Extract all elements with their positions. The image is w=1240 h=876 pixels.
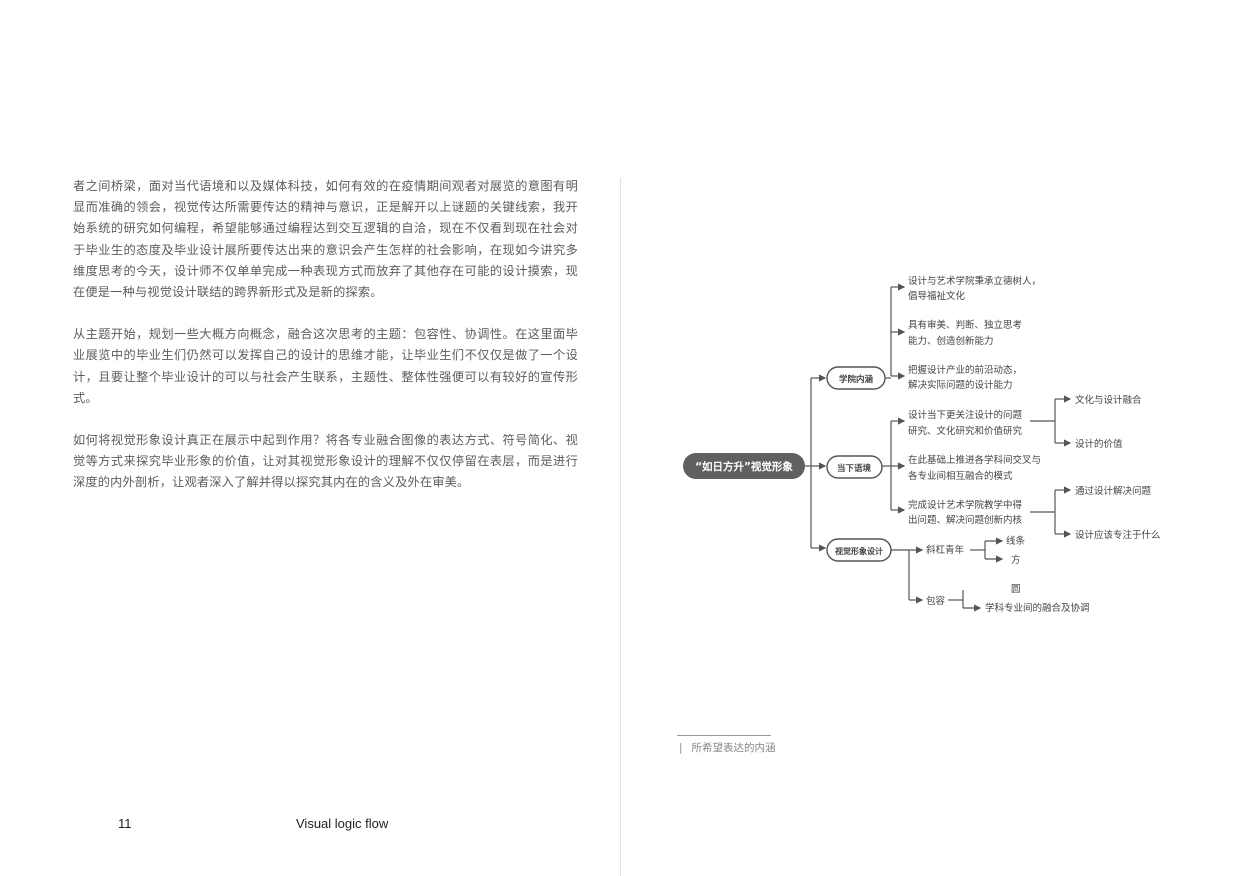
branch-node-context xyxy=(826,455,883,479)
context-item-2-line2: 各专业间相互融合的模式 xyxy=(908,470,1013,482)
page-divider xyxy=(620,178,621,876)
caption-text: 所希望表达的内涵 xyxy=(691,742,776,754)
academy-item-3-line1: 把握设计产业的前沿动态， xyxy=(908,364,1022,376)
academy-item-1-line2: 倡导福祉文化 xyxy=(908,290,966,302)
context-sub-value: 设计的价值 xyxy=(1075,438,1123,450)
academy-item-2-line2: 能力、创造创新能力 xyxy=(908,335,994,347)
academy-item-1-line1: 设计与艺术学院秉承立德树人， xyxy=(908,275,1041,287)
visual-sub-square: 方 xyxy=(1011,554,1021,566)
academy-item-2-line1: 具有审美、判断、独立思考 xyxy=(908,319,1022,331)
context-item-1-line1: 设计当下更关注设计的问题 xyxy=(908,409,1023,421)
context-sub-focus: 设计应该专注于什么 xyxy=(1075,529,1161,541)
context-sub-solve: 通过设计解决问题 xyxy=(1075,485,1152,497)
visual-item-inclusion: 包容 xyxy=(926,595,946,607)
branch-node-academy xyxy=(826,366,886,390)
visual-sub-fusion: 学科专业间的融合及协调 xyxy=(985,602,1090,614)
caption-rule xyxy=(677,735,771,736)
academy-item-3-line2: 解决实际问题的设计能力 xyxy=(908,379,1013,391)
context-item-1-line2: 研究、文化研究和价值研究 xyxy=(908,425,1023,437)
root-node xyxy=(683,453,805,479)
visual-sub-line: 线条 xyxy=(1006,535,1026,547)
paragraph-3: 如何将视觉形象设计真正在展示中起到作用？将各专业融合图像的表达方式、符号简化、视… xyxy=(73,433,578,490)
figure-caption: | 所希望表达的内涵 xyxy=(679,740,776,755)
branch-label-academy: 学院内涵 xyxy=(839,374,874,385)
context-item-3-line2: 出问题、解决问题创新内核 xyxy=(908,514,1023,526)
context-item-3-line1: 完成设计艺术学院教学中得 xyxy=(908,499,1023,511)
root-label: “如日方升”视觉形象 xyxy=(695,460,793,473)
context-item-2-line1: 在此基础上推进各学科间交叉与 xyxy=(908,454,1041,466)
body-text: 者之间桥梁，面对当代语境和以及媒体科技，如何有效的在疫情期间观者对展览的意图有明… xyxy=(73,176,578,515)
footer-title: Visual logic flow xyxy=(296,816,389,831)
visual-sub-circle: 圆 xyxy=(1011,584,1021,595)
branch-label-visual: 视觉形象设计 xyxy=(835,546,883,556)
paragraph-2: 从主题开始，规划一些大概方向概念，融合这次思考的主题：包容性、协调性。在这里面毕… xyxy=(73,327,578,405)
caption-bar: | xyxy=(679,742,683,754)
visual-item-slash-youth: 斜杠青年 xyxy=(926,544,965,556)
context-sub-culture: 文化与设计融合 xyxy=(1075,394,1142,406)
page-number: 11 xyxy=(118,816,132,831)
branch-label-context: 当下语境 xyxy=(837,463,872,474)
branch-node-visual xyxy=(826,538,892,562)
paragraph-1: 者之间桥梁，面对当代语境和以及媒体科技，如何有效的在疫情期间观者对展览的意图有明… xyxy=(73,179,578,300)
